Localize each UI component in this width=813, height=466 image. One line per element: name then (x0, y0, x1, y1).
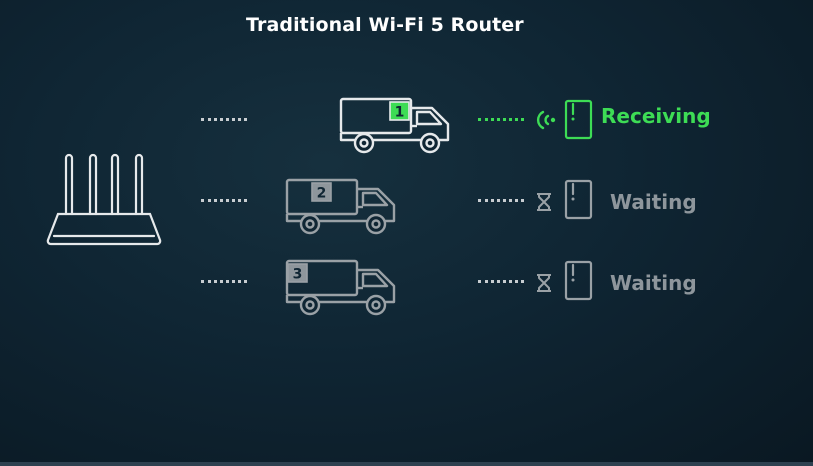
truck-3-number: 3 (293, 267, 303, 283)
truck-2-icon: 2 (285, 178, 396, 235)
status-label-3: Waiting (610, 271, 697, 295)
diagram-title: Traditional Wi-Fi 5 Router (246, 14, 524, 36)
truck-1-number: 1 (395, 105, 405, 121)
row-3: 3 Waiting (0, 253, 813, 316)
phone-icon (564, 99, 593, 140)
status-label-1: Receiving (601, 104, 711, 128)
truck-2-badge (311, 182, 332, 202)
wifi-signal-icon (536, 110, 556, 130)
phone-icon (564, 260, 593, 301)
router-link-dots (201, 199, 247, 202)
bottom-strip (0, 462, 813, 466)
router-link-dots (201, 118, 247, 121)
truck-link-dots (478, 280, 524, 283)
status-label-2: Waiting (610, 190, 697, 214)
truck-3-badge (287, 263, 308, 283)
row-2: 2 Waiting (0, 172, 813, 235)
phone-icon (564, 179, 593, 220)
hourglass-icon (537, 193, 551, 211)
router-link-dots (201, 280, 247, 283)
row-1: 1 Receiving (0, 90, 813, 154)
truck-link-dots (478, 199, 524, 202)
truck-1-badge (389, 101, 410, 121)
hourglass-icon (537, 274, 551, 292)
truck-2-number: 2 (317, 186, 327, 202)
truck-3-icon: 3 (285, 259, 396, 316)
truck-link-dots (478, 118, 524, 121)
router-icon (46, 153, 162, 246)
truck-1-icon: 1 (339, 97, 450, 154)
